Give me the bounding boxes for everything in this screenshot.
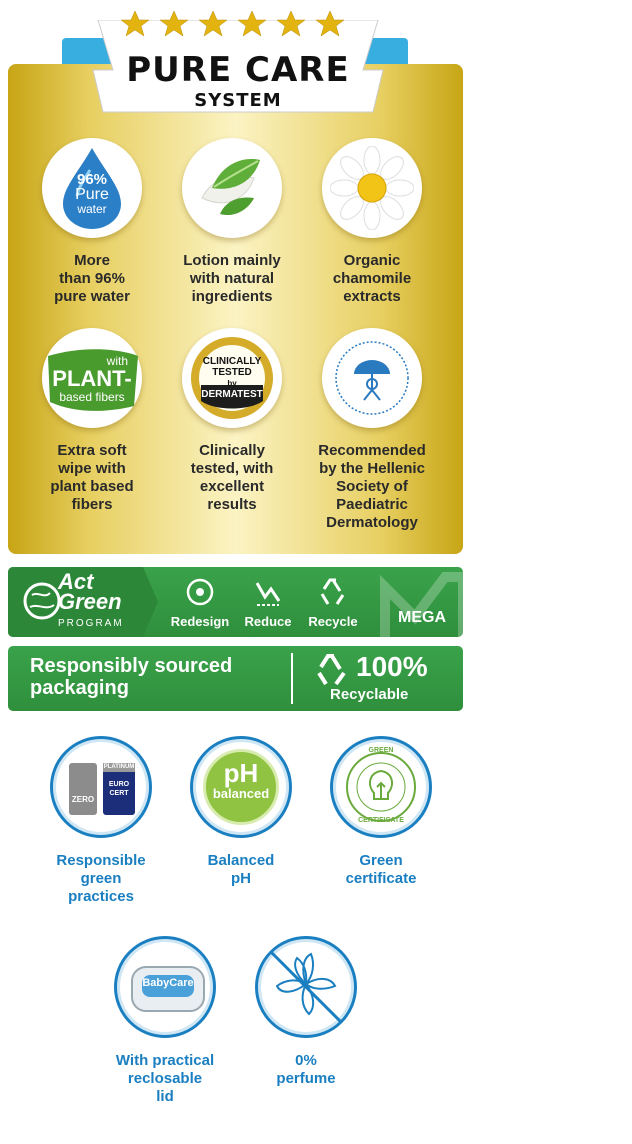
star-icon xyxy=(237,10,267,37)
recyclable-percent: 100% xyxy=(356,651,428,682)
packaging-text: Responsibly sourced packaging xyxy=(30,655,233,699)
leaf-lotion-icon xyxy=(182,138,282,238)
recycle-icon xyxy=(317,654,346,686)
green-certificate-icon: GREEN CERTIFICATE xyxy=(330,736,432,838)
redesign-icon xyxy=(186,578,214,606)
hellenic-society-seal-icon xyxy=(322,328,422,428)
act-item-redesign: Redesign xyxy=(168,577,232,629)
banner-shape xyxy=(92,20,384,113)
plant-fibers-icon: with PLANT- based fibers xyxy=(42,328,142,428)
star-icon xyxy=(120,10,150,37)
zero-waste-eurocert-icon: ZERO PLATINUM EURO CERT xyxy=(50,736,152,838)
badge-no-perfume: 0%perfume xyxy=(241,936,371,1088)
act-item-reduce: Reduce xyxy=(236,577,300,629)
rating-stars xyxy=(120,10,345,37)
banner-title: PURE CARE xyxy=(126,50,350,90)
star-icon xyxy=(276,10,306,37)
star-icon xyxy=(159,10,189,37)
dermatest-seal-icon: CLINICALLY TESTED by DERMATEST xyxy=(182,328,282,428)
mega-logo: MEGA xyxy=(398,609,446,626)
ph-balanced-icon: pH balanced xyxy=(190,736,292,838)
act-green-bar: Act Green PROGRAM Redesign Reduce Recycl… xyxy=(8,567,463,637)
globe-icon xyxy=(23,582,61,620)
packaging-bar: Responsibly sourced packaging 100% Recyc… xyxy=(8,646,463,711)
act-item-recycle: Recycle xyxy=(301,577,365,629)
banner: PURE CARE SYSTEM xyxy=(88,20,388,120)
star-icon xyxy=(315,10,345,37)
no-perfume-icon xyxy=(255,936,357,1038)
chamomile-icon xyxy=(322,138,422,238)
reclosable-lid-icon: BabyCare xyxy=(114,936,216,1038)
recycle-icon xyxy=(320,578,345,605)
water-drop-icon: 96% Pure water xyxy=(42,138,142,238)
act-green-program: PROGRAM xyxy=(58,618,124,629)
reduce-icon xyxy=(255,582,281,606)
badge-label: 0%perfume xyxy=(276,1052,336,1087)
feature-clinically-tested: CLINICALLY TESTED by DERMATEST Clinicall… xyxy=(162,328,302,514)
act-green-logo-area xyxy=(8,567,158,637)
star-icon xyxy=(198,10,228,37)
banner-subtitle: SYSTEM xyxy=(194,90,282,111)
packaging-divider xyxy=(291,653,293,704)
mega-logo-shape xyxy=(380,572,463,637)
act-green-title: Act Green xyxy=(58,569,122,614)
recyclable-label: Recyclable xyxy=(330,686,409,703)
